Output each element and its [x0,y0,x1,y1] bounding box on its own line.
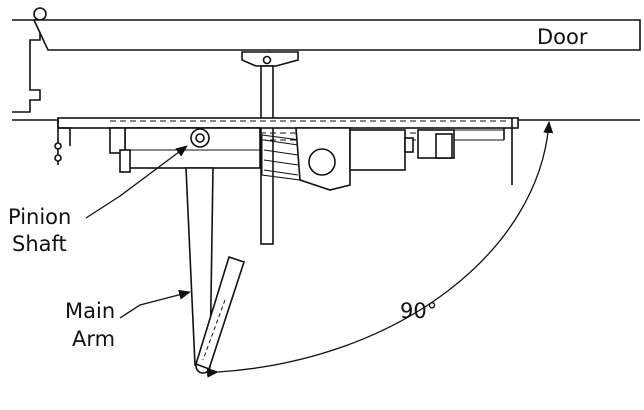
door-hinge [33,7,47,21]
arm-label-line1: Main [65,299,115,323]
arm-leader-arrow [119,289,191,319]
door-label: Door [537,25,588,49]
operator-housing [54,117,519,191]
pinion-leader-arrow [85,145,188,219]
pinion-label-line2: Shaft [12,232,67,256]
swing-arc-arrow [206,121,554,378]
door-panel [32,19,641,51]
pinion-shaft [190,128,210,148]
angle-label: 90° [400,299,437,323]
arm-label-line2: Arm [72,327,115,351]
main-arm [185,167,246,374]
pinion-label-line1: Pinion [8,205,71,229]
motor-shaft [308,148,336,176]
